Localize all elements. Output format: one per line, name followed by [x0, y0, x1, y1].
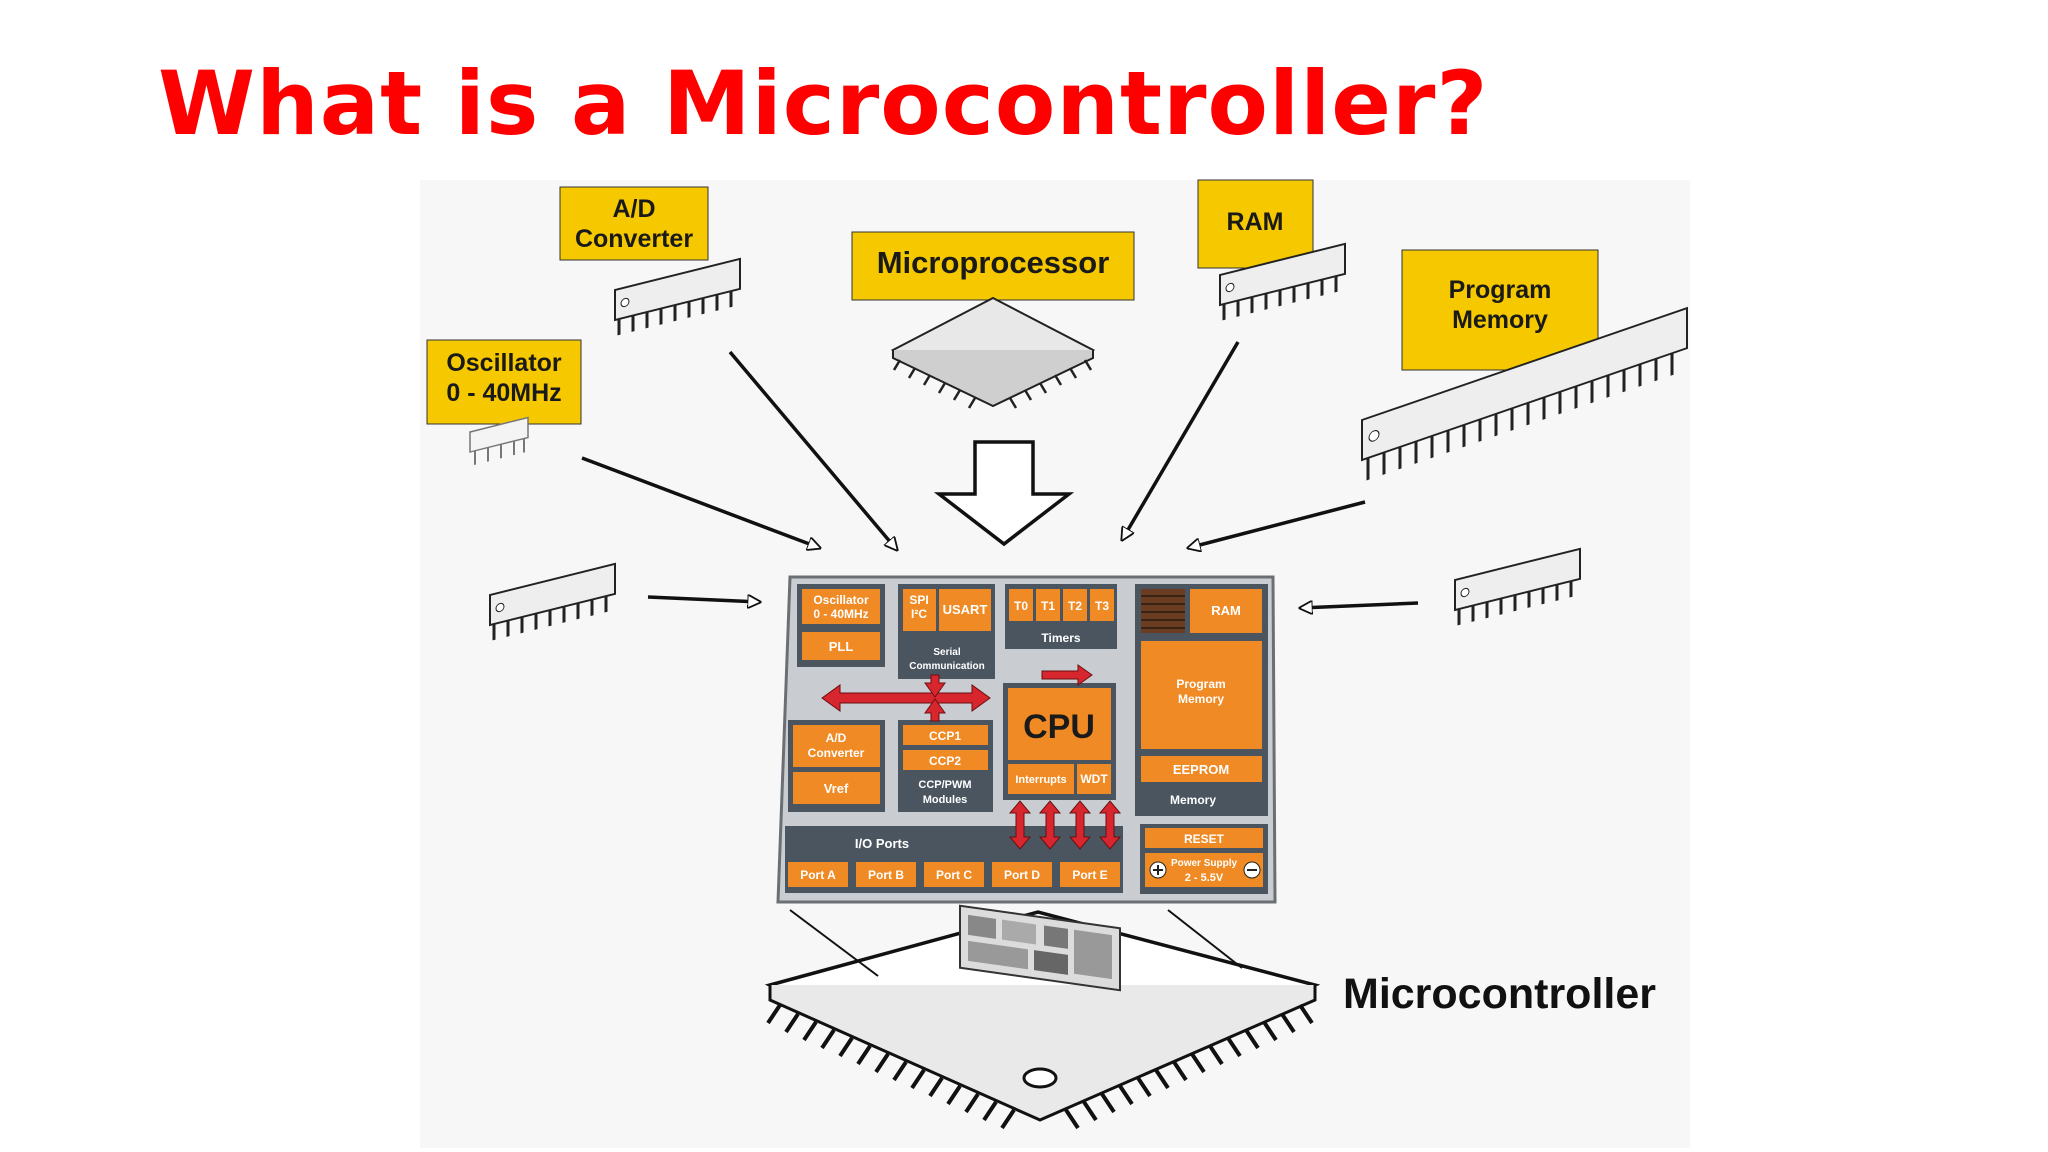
svg-text:CPU: CPU	[1023, 708, 1095, 746]
die-port-e	[1060, 862, 1120, 887]
svg-text:2 - 5.5V: 2 - 5.5V	[1185, 872, 1224, 884]
microprocessor-label-text: Microprocessor	[877, 245, 1110, 280]
svg-text:T2: T2	[1068, 599, 1082, 613]
arrow-microprocessor	[933, 440, 1075, 547]
svg-text:Serial: Serial	[933, 647, 960, 658]
die-port-c	[924, 862, 984, 887]
svg-text:Power Supply: Power Supply	[1171, 858, 1238, 869]
bus-arrows	[821, 664, 1122, 850]
microprocessor-chip-icon	[890, 296, 1096, 409]
program-memory-label-line2: Memory	[1452, 306, 1548, 334]
die-timer-t3	[1090, 589, 1114, 621]
svg-text:T1: T1	[1041, 599, 1055, 613]
svg-text:PLL: PLL	[829, 639, 854, 654]
ad-converter-label: A/D Converter	[559, 186, 709, 261]
svg-text:Modules: Modules	[923, 794, 968, 806]
right-chip-icon	[1454, 547, 1581, 626]
arrow-left-chip	[647, 597, 760, 602]
die-port-b	[856, 862, 916, 887]
die-timer-t2	[1063, 589, 1087, 621]
svg-text:Port A: Port A	[800, 868, 836, 882]
svg-text:Converter: Converter	[808, 746, 865, 760]
svg-text:Port B: Port B	[868, 868, 904, 882]
svg-text:EEPROM: EEPROM	[1173, 762, 1229, 777]
microcontroller-chip-body	[764, 909, 1321, 1130]
svg-text:Timers: Timers	[1041, 631, 1080, 645]
microprocessor-label: Microprocessor	[851, 231, 1135, 301]
svg-text:I²C: I²C	[911, 607, 927, 621]
svg-text:0 - 40MHz: 0 - 40MHz	[813, 607, 868, 621]
oscillator-chip-icon	[469, 416, 529, 466]
die-interrupts-block	[1008, 764, 1074, 794]
svg-text:RESET: RESET	[1184, 832, 1225, 846]
svg-text:Communication: Communication	[909, 661, 985, 672]
svg-text:SPI: SPI	[909, 593, 928, 607]
die-wdt-block	[1077, 764, 1111, 794]
die-ram-block	[1190, 589, 1262, 633]
svg-text:Program: Program	[1176, 677, 1225, 691]
connection-arrows	[581, 341, 1419, 608]
die-ccp2-block	[903, 750, 988, 770]
svg-text:Port C: Port C	[936, 868, 972, 882]
left-chip-icon	[489, 562, 616, 641]
arrow-oscillator	[581, 456, 820, 548]
die-ad-converter-block	[793, 725, 880, 767]
ram-label-text: RAM	[1227, 208, 1284, 236]
arrow-ad-converter	[728, 350, 897, 550]
svg-text:CCP1: CCP1	[929, 729, 961, 743]
arrow-ram	[1122, 341, 1240, 540]
die-cpu-block	[1008, 688, 1111, 760]
ram-label: RAM	[1197, 179, 1314, 269]
oscillator-label-line2: 0 - 40MHz	[446, 379, 561, 407]
die-thumbnail-icon	[959, 904, 1121, 992]
die-port-a	[788, 862, 848, 887]
arrow-right-chip	[1300, 603, 1419, 608]
svg-text:T3: T3	[1095, 599, 1109, 613]
program-memory-chip-icon	[1361, 306, 1688, 481]
die-vref-block	[793, 772, 880, 804]
die-diagram: Oscillator 0 - 40MHz PLL SPI I²C USART S…	[776, 575, 1277, 904]
svg-text:Port D: Port D	[1004, 868, 1040, 882]
die-oscillator-block	[802, 589, 880, 624]
svg-text:Port E: Port E	[1072, 868, 1107, 882]
svg-text:A/D: A/D	[826, 731, 847, 745]
svg-text:I/O Ports: I/O Ports	[855, 836, 909, 851]
ram-chip-icon	[1219, 242, 1346, 321]
page-title: What is a Microcontroller?	[158, 52, 1489, 155]
svg-text:Memory: Memory	[1178, 692, 1224, 706]
svg-text:RAM: RAM	[1211, 603, 1241, 618]
svg-text:CCP/PWM: CCP/PWM	[918, 779, 971, 791]
die-usart-block	[939, 589, 991, 631]
svg-text:Oscillator: Oscillator	[813, 593, 869, 607]
svg-text:USART: USART	[943, 602, 988, 617]
svg-text:CCP2: CCP2	[929, 754, 961, 768]
die-reset-block	[1145, 828, 1263, 848]
ad-converter-label-line2: Converter	[575, 225, 693, 253]
die-port-d	[992, 862, 1052, 887]
die-program-memory-block	[1141, 641, 1262, 749]
svg-text:Vref: Vref	[824, 781, 849, 796]
die-ccp1-block	[903, 725, 988, 745]
program-memory-label-line1: Program	[1449, 276, 1552, 304]
svg-text:T0: T0	[1014, 599, 1028, 613]
ad-converter-chip-icon	[614, 257, 741, 336]
arrow-program-memory	[1188, 500, 1366, 548]
oscillator-label: Oscillator 0 - 40MHz	[426, 339, 582, 425]
svg-text:Interrupts: Interrupts	[1015, 774, 1066, 786]
die-pll-block	[802, 632, 880, 660]
ad-converter-label-line1: A/D	[612, 195, 655, 223]
die-timer-t0	[1009, 589, 1033, 621]
svg-text:WDT: WDT	[1080, 772, 1108, 786]
svg-text:Memory: Memory	[1170, 793, 1216, 807]
microcontroller-label: Microcontroller	[1343, 970, 1656, 1018]
die-spi-block	[903, 589, 936, 631]
die-eeprom-block	[1141, 756, 1262, 782]
oscillator-label-line1: Oscillator	[446, 349, 562, 377]
die-timer-t1	[1036, 589, 1060, 621]
